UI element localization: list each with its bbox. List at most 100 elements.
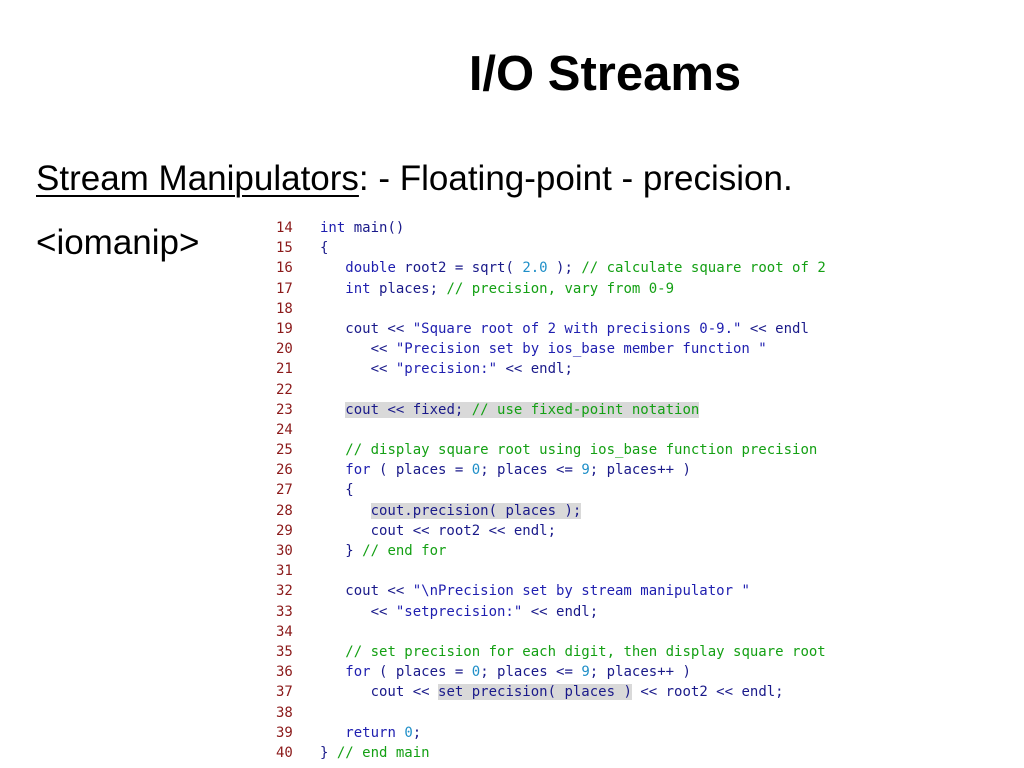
code-text: cout << fixed; // use fixed-point notati…: [320, 400, 700, 420]
code-token: [320, 503, 371, 519]
code-token: 9: [581, 462, 590, 479]
subtitle-detail: : - Floating-point - precision.: [358, 159, 793, 198]
code-token: // precision, vary from 0-9: [446, 280, 675, 297]
code-token: 2.0: [522, 260, 548, 277]
code-token: "setprecision:": [395, 603, 523, 620]
code-token: ( places =: [370, 664, 472, 681]
code-text: cout << "Square root of 2 with precision…: [320, 319, 809, 339]
code-token: <<: [320, 603, 396, 620]
code-line: 33 << "setprecision:" << endl;: [276, 602, 976, 622]
code-token: << root2 << endl;: [631, 684, 784, 701]
line-number: 38: [276, 704, 293, 721]
code-token: // calculate square root of 2: [581, 260, 826, 277]
line-number: 32: [276, 583, 293, 600]
highlighted-code: cout << fixed;: [345, 401, 472, 418]
line-number: 37: [276, 684, 293, 701]
code-text: << "precision:" << endl;: [320, 359, 573, 379]
code-text: << "setprecision:" << endl;: [320, 602, 599, 622]
code-line: 22: [276, 380, 976, 400]
code-token: [320, 260, 345, 276]
code-line: 38: [276, 703, 976, 723]
code-token: double: [345, 260, 396, 277]
line-number: 18: [276, 300, 293, 317]
code-text: for ( places = 0; places <= 9; places++ …: [320, 460, 691, 480]
subtitle-topic: Stream Manipulators: [36, 159, 359, 198]
code-text: {: [320, 480, 353, 500]
slide-title: I/O Streams: [468, 47, 742, 101]
code-token: ; places++ ): [589, 664, 691, 681]
code-line: 35 // set precision for each digit, then…: [276, 642, 976, 662]
code-token: "Square root of 2 with precisions 0-9.": [412, 320, 742, 337]
code-text: {: [320, 238, 328, 258]
code-token: [320, 442, 345, 458]
code-line: 20 << "Precision set by ios_base member …: [276, 339, 976, 359]
code-line: 39 return 0;: [276, 723, 976, 743]
header-name: <iomanip>: [36, 223, 200, 262]
code-token: "\nPrecision set by stream manipulator ": [412, 583, 750, 600]
code-text: // display square root using ios_base fu…: [320, 440, 817, 460]
slide-subtitle: Stream Manipulators: - Floating-point - …: [36, 156, 793, 202]
code-text: cout.precision( places );: [320, 501, 582, 521]
code-text: // set precision for each digit, then di…: [320, 642, 826, 662]
code-token: <<: [320, 341, 396, 358]
line-number: 30: [276, 543, 293, 559]
code-line: 40} // end main: [276, 743, 976, 763]
code-line: 26 for ( places = 0; places <= 9; places…: [276, 460, 976, 480]
code-token: << endl;: [497, 361, 573, 378]
line-number: 39: [276, 724, 293, 741]
code-token: cout <<: [320, 583, 413, 600]
line-number: 20: [276, 341, 293, 358]
highlighted-code: cout.precision( places );: [370, 502, 582, 519]
highlighted-code: set precision( places ): [438, 684, 632, 701]
code-token: "Precision set by ios_base member functi…: [395, 341, 767, 358]
code-text: int places; // precision, vary from 0-9: [320, 279, 674, 299]
line-number: 16: [276, 260, 293, 277]
line-number: 21: [276, 361, 293, 378]
line-number: 40: [276, 744, 293, 761]
line-number: 17: [276, 280, 293, 297]
code-line: 32 cout << "\nPrecision set by stream ma…: [276, 581, 976, 601]
code-line: 24: [276, 420, 976, 440]
code-token: int: [345, 280, 371, 297]
line-number: 14: [276, 220, 293, 236]
code-token: 9: [581, 664, 590, 681]
code-text: cout << "\nPrecision set by stream manip…: [320, 581, 750, 601]
code-token: int: [320, 220, 346, 236]
line-number: 35: [276, 643, 293, 660]
code-token: ; places++ ): [589, 462, 691, 479]
line-number: 23: [276, 401, 293, 418]
code-token: ;: [412, 724, 422, 741]
line-number: 19: [276, 320, 293, 337]
code-line: 28 cout.precision( places );: [276, 501, 976, 521]
code-text: cout << root2 << endl;: [320, 521, 556, 541]
code-token: 0: [471, 462, 481, 479]
code-token: ( places =: [370, 462, 472, 479]
code-token: cout << root2 << endl;: [320, 522, 557, 539]
code-token: return: [345, 724, 396, 741]
line-number: 22: [276, 381, 293, 398]
line-number: 28: [276, 502, 293, 519]
code-text: for ( places = 0; places <= 9; places++ …: [320, 662, 691, 682]
code-token: for: [345, 462, 371, 479]
code-token: [320, 644, 345, 660]
code-line: 23 cout << fixed; // use fixed-point not…: [276, 400, 976, 420]
code-token: [320, 462, 345, 478]
code-line: 27 {: [276, 480, 976, 500]
code-token: [320, 281, 345, 297]
code-line: 18: [276, 299, 976, 319]
code-token: << endl;: [522, 603, 599, 620]
code-line: 37 cout << set precision( places ) << ro…: [276, 682, 976, 702]
code-text: << "Precision set by ios_base member fun…: [320, 339, 767, 359]
code-token: "precision:": [395, 361, 498, 378]
code-line: 36 for ( places = 0; places <= 9; places…: [276, 662, 976, 682]
line-number: 34: [276, 623, 293, 640]
code-line: 34: [276, 622, 976, 642]
code-line: 30 } // end for: [276, 541, 976, 561]
code-token: }: [320, 543, 363, 559]
code-token: 0: [404, 724, 413, 741]
code-token: [320, 664, 345, 680]
code-token: // set precision for each digit, then di…: [345, 643, 826, 660]
code-token: root2 = sqrt(: [395, 260, 523, 277]
code-text: cout << set precision( places ) << root2…: [320, 682, 784, 702]
